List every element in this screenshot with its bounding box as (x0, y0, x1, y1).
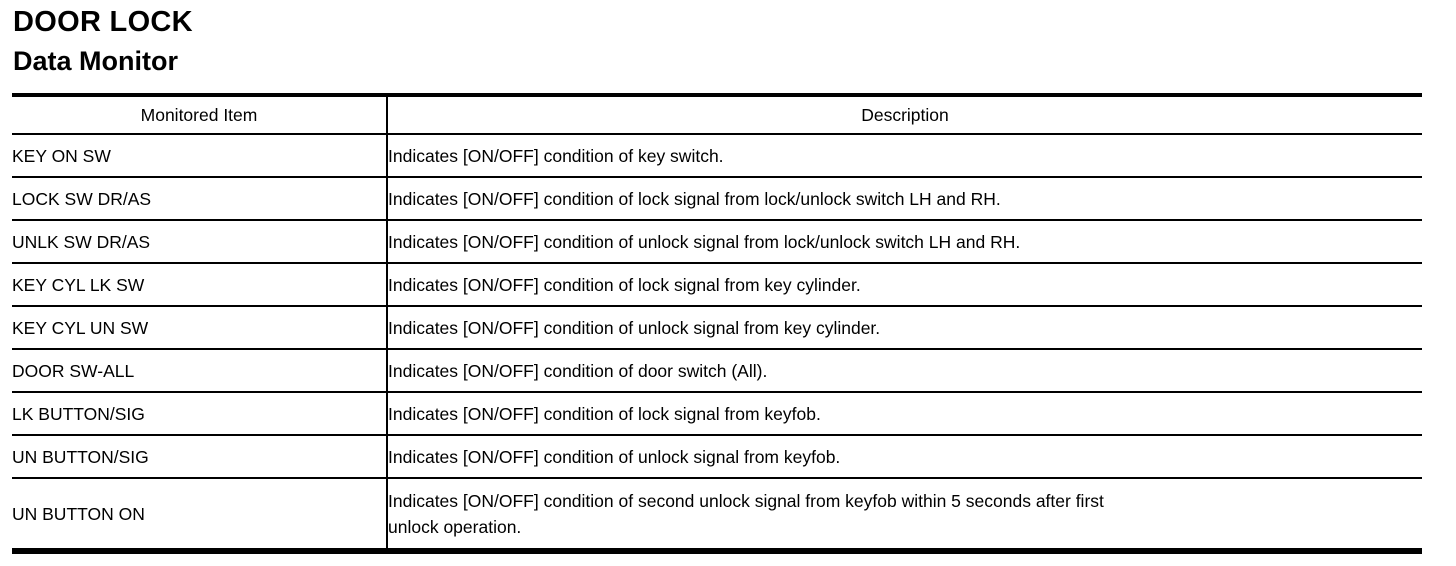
table-row: LOCK SW DR/AS Indicates [ON/OFF] conditi… (12, 177, 1422, 221)
table-row: DOOR SW-ALL Indicates [ON/OFF] condition… (12, 349, 1422, 393)
description-cell: Indicates [ON/OFF] condition of lock sig… (387, 177, 1422, 221)
monitored-item-cell: KEY ON SW (12, 134, 388, 178)
description-cell: Indicates [ON/OFF] condition of unlock s… (387, 220, 1422, 264)
table-row: UN BUTTON/SIG Indicates [ON/OFF] conditi… (12, 435, 1422, 479)
monitored-item-cell: LK BUTTON/SIG (12, 392, 388, 436)
monitored-item-cell: KEY CYL LK SW (12, 263, 388, 307)
description-cell: Indicates [ON/OFF] condition of unlock s… (387, 306, 1422, 350)
table-row: KEY CYL LK SW Indicates [ON/OFF] conditi… (12, 263, 1422, 307)
section-subtitle: Data Monitor (13, 46, 178, 76)
data-monitor-table: Monitored Item Description KEY ON SW Ind… (12, 93, 1422, 554)
monitored-item-cell: UN BUTTON/SIG (12, 435, 388, 479)
monitored-item-cell: KEY CYL UN SW (12, 306, 388, 350)
description-cell: Indicates [ON/OFF] condition of unlock s… (387, 435, 1422, 479)
column-header-monitored-item: Monitored Item (12, 95, 388, 135)
table-header-row: Monitored Item Description (12, 95, 1422, 135)
table-row: KEY ON SW Indicates [ON/OFF] condition o… (12, 134, 1422, 178)
description-cell: Indicates [ON/OFF] condition of lock sig… (387, 263, 1422, 307)
description-cell: Indicates [ON/OFF] condition of second u… (387, 478, 1422, 552)
monitored-item-cell: UN BUTTON ON (12, 478, 388, 552)
table-row: KEY CYL UN SW Indicates [ON/OFF] conditi… (12, 306, 1422, 350)
table-row: LK BUTTON/SIG Indicates [ON/OFF] conditi… (12, 392, 1422, 436)
monitored-item-cell: DOOR SW-ALL (12, 349, 388, 393)
description-cell: Indicates [ON/OFF] condition of door swi… (387, 349, 1422, 393)
table-row: UN BUTTON ON Indicates [ON/OFF] conditio… (12, 478, 1422, 552)
page-title: DOOR LOCK (13, 6, 193, 38)
table-row: UNLK SW DR/AS Indicates [ON/OFF] conditi… (12, 220, 1422, 264)
monitored-item-cell: LOCK SW DR/AS (12, 177, 388, 221)
column-header-description: Description (387, 95, 1422, 135)
description-cell: Indicates [ON/OFF] condition of key swit… (387, 134, 1422, 178)
monitored-item-cell: UNLK SW DR/AS (12, 220, 388, 264)
description-cell: Indicates [ON/OFF] condition of lock sig… (387, 392, 1422, 436)
